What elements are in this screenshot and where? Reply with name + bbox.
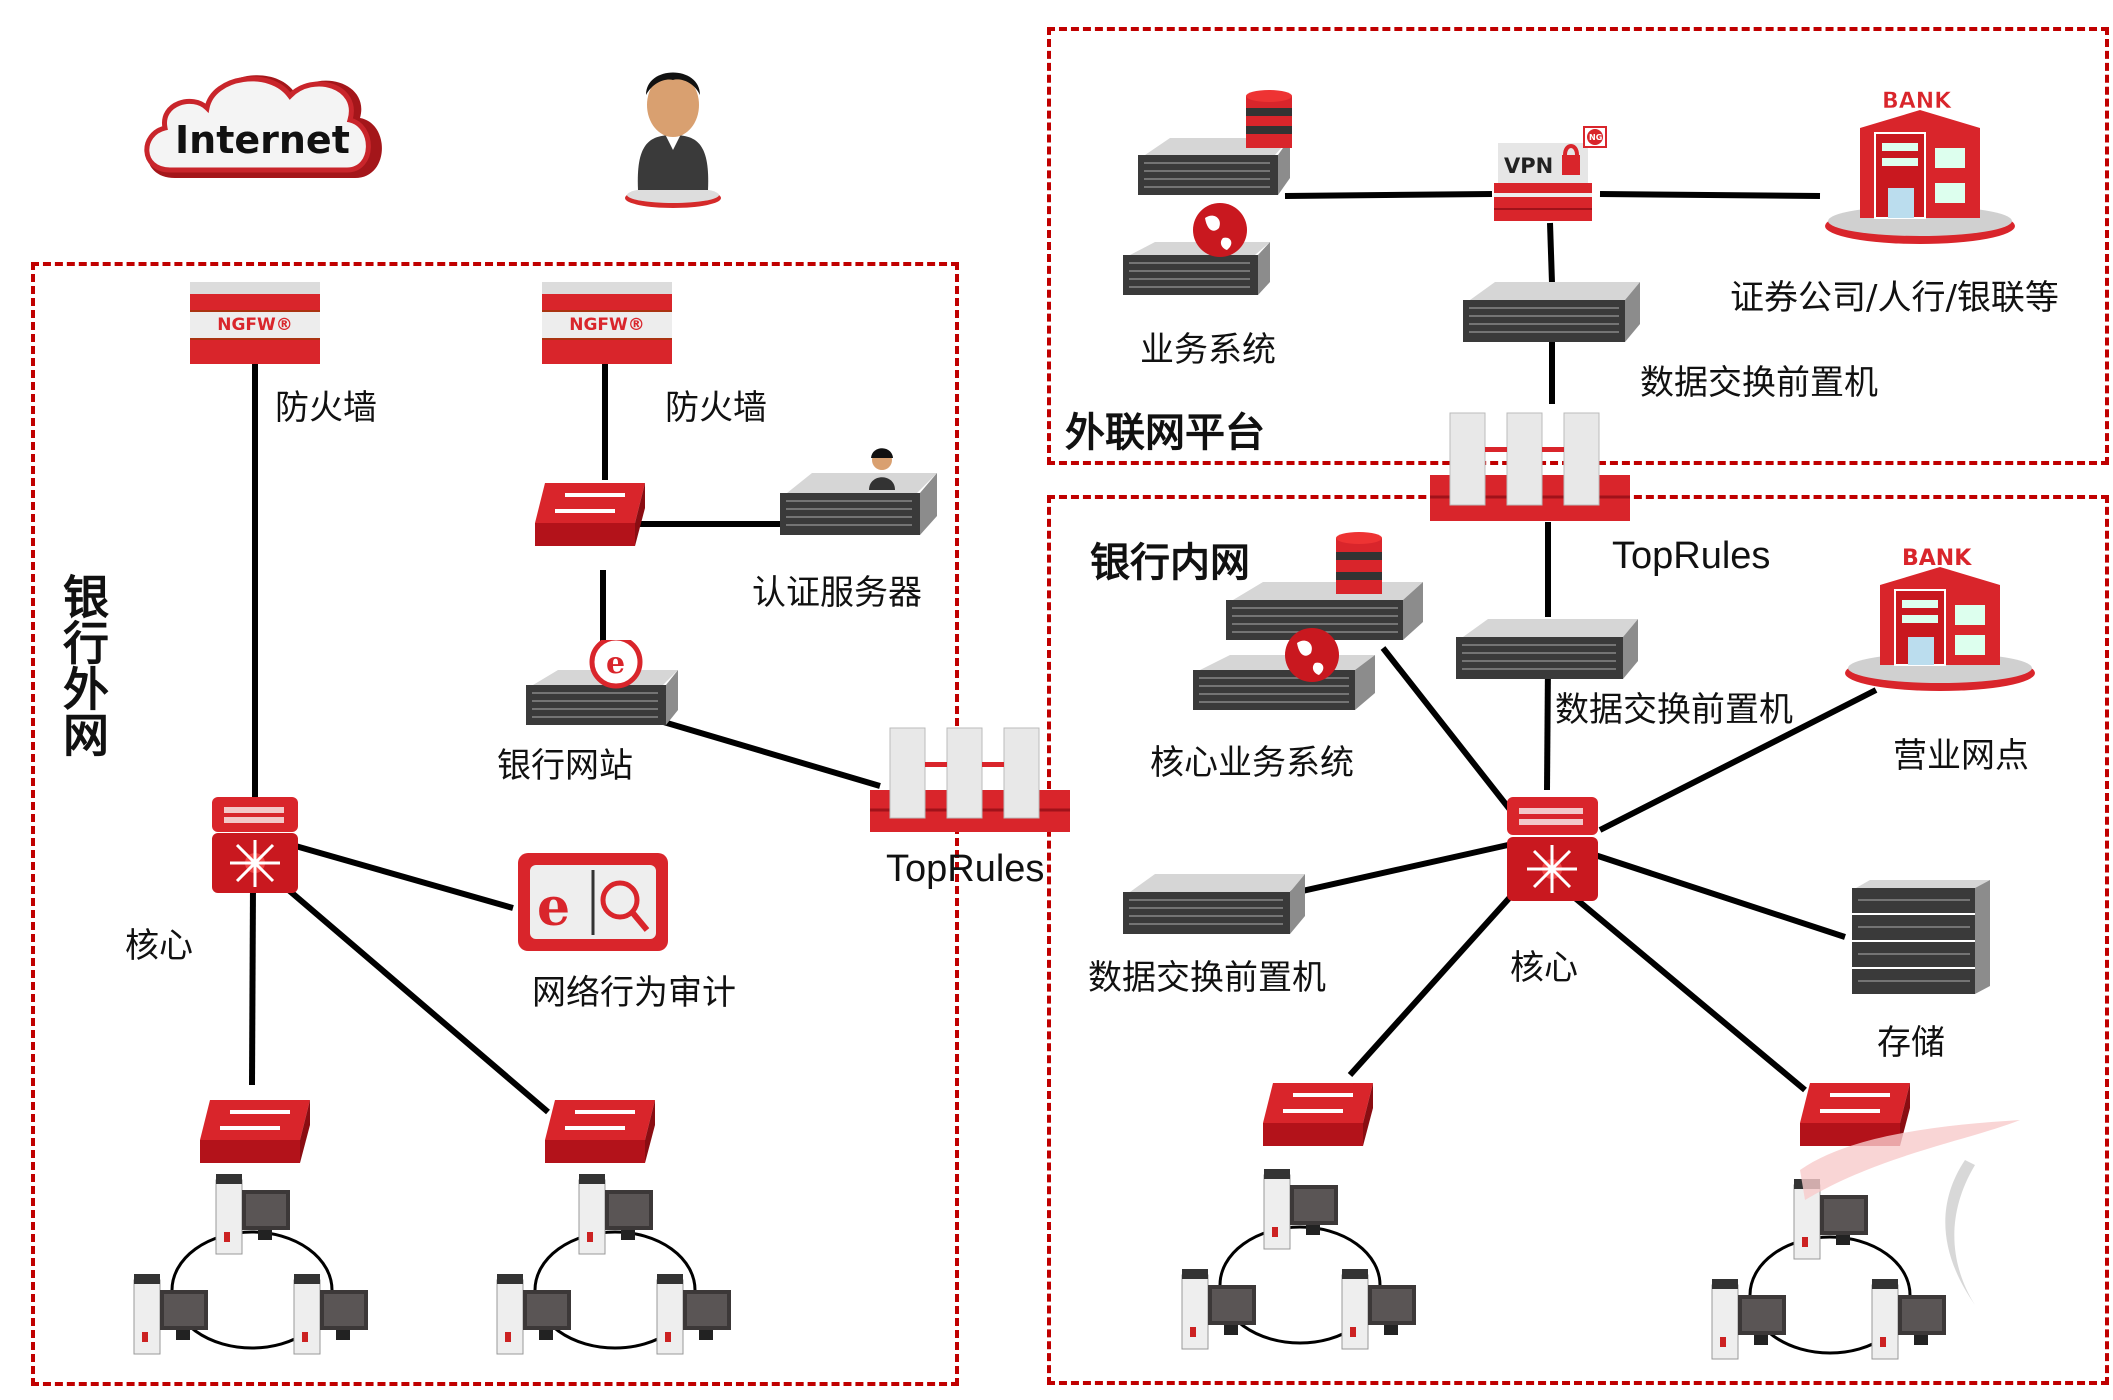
link-website-toprules xyxy=(649,715,881,789)
link-vpn-bank xyxy=(1599,191,1821,199)
core-switch-icon xyxy=(212,797,298,893)
workstation-pc-icon xyxy=(1792,1177,1872,1266)
firewall-1-label: 防火墙 xyxy=(275,388,377,428)
link-vpn-exchange xyxy=(1547,222,1555,284)
exchange-server-icon xyxy=(1463,282,1640,342)
core-label-external: 核心 xyxy=(125,926,193,966)
vpn-gateway-icon: VPN NG xyxy=(1494,126,1607,221)
decorative-brush-watermark xyxy=(1800,1120,2020,1305)
workstation-pc-icon xyxy=(1262,1167,1342,1256)
zone-title-extranet: 外联网平台 xyxy=(1065,410,1265,456)
core-database-server-icon xyxy=(1226,532,1423,640)
exchange-label-internal-left: 数据交换前置机 xyxy=(1088,958,1326,998)
bank-sign: BANK xyxy=(1902,546,1972,571)
database-server-icon xyxy=(1138,90,1292,195)
exchange-server-icon xyxy=(1123,874,1305,934)
ngfw-firewall-icon: NGFW® xyxy=(542,282,672,364)
ngfw-firewall-icon: NGFW® xyxy=(190,282,320,364)
link-exchange-core xyxy=(1544,662,1551,791)
zone-title-bank-external: 银行外网 xyxy=(56,573,110,757)
exchange-server-icon xyxy=(1456,619,1638,679)
branch-label: 营业网点 xyxy=(1893,736,2029,776)
partners-label: 证券公司/人行/银联等 xyxy=(1730,278,2059,318)
workstation-pc-icon xyxy=(214,1172,294,1261)
toprules-label-external: TopRules xyxy=(886,848,1045,890)
vpn-ng-badge: NG xyxy=(1589,133,1602,142)
firewall-brand: NGFW® xyxy=(542,312,672,338)
link-core-switch-c xyxy=(1347,892,1515,1078)
link-core-storage xyxy=(1594,852,1846,940)
website-label: 银行网站 xyxy=(497,746,633,786)
internet-cloud-icon xyxy=(144,75,382,178)
exchange-label-internal-top: 数据交换前置机 xyxy=(1555,690,1793,730)
bank-partner-icon: BANK xyxy=(1825,89,2015,244)
link-core-switch-d xyxy=(1573,895,1807,1093)
link-core-switch-a xyxy=(249,884,256,1086)
svg-text:e: e xyxy=(606,646,625,681)
web-server-icon: e xyxy=(526,640,678,725)
link-core-audit xyxy=(291,842,514,911)
workstation-pc-icon xyxy=(1180,1267,1260,1356)
link-coresys-core xyxy=(1380,646,1518,818)
auth-server-icon xyxy=(780,448,937,535)
switch-icon xyxy=(535,483,645,546)
internet-label: Internet xyxy=(175,118,350,162)
storage-array-icon xyxy=(1852,880,1990,994)
core-switch-icon xyxy=(1507,797,1598,901)
workstation-pc-icon xyxy=(1340,1267,1420,1356)
firewall-brand: NGFW® xyxy=(190,312,320,338)
zone-title-internal: 银行内网 xyxy=(1090,540,1250,586)
business-system-label: 业务系统 xyxy=(1140,330,1276,370)
bank-sign: BANK xyxy=(1882,89,1952,114)
web-globe-server-icon xyxy=(1123,203,1270,295)
storage-label: 存储 xyxy=(1877,1023,1945,1063)
workstation-pc-icon xyxy=(1710,1277,1790,1366)
firewall-2-label: 防火墙 xyxy=(665,388,767,428)
workstation-pc-icon xyxy=(1870,1277,1950,1366)
workstation-pc-icon xyxy=(655,1272,735,1361)
vpn-text: VPN xyxy=(1504,154,1553,178)
switch-icon xyxy=(1263,1083,1373,1146)
exchange-label-extranet: 数据交换前置机 xyxy=(1640,363,1878,403)
svg-text:e: e xyxy=(537,877,570,938)
workstation-pc-icon xyxy=(495,1272,575,1361)
workstation-pc-icon xyxy=(132,1272,212,1361)
user-icon xyxy=(625,72,721,208)
link-core-switch-b xyxy=(283,884,550,1115)
core-business-system-label: 核心业务系统 xyxy=(1150,743,1354,783)
link-bizsys-vpn xyxy=(1284,191,1493,199)
core-label-internal: 核心 xyxy=(1510,948,1578,988)
toprules-gateway-icon xyxy=(870,727,1070,832)
link-core-branch xyxy=(1598,687,1878,833)
core-web-server-icon xyxy=(1193,628,1375,710)
network-audit-icon: e xyxy=(518,853,668,951)
audit-label: 网络行为审计 xyxy=(532,973,736,1013)
toprules-gateway-icon xyxy=(1430,412,1630,521)
bank-branch-icon: BANK xyxy=(1845,546,2035,691)
toprules-label-extranet: TopRules xyxy=(1612,535,1771,577)
switch-icon xyxy=(545,1100,655,1163)
workstation-pc-icon xyxy=(577,1172,657,1261)
workstation-pc-icon xyxy=(292,1272,372,1361)
switch-icon xyxy=(200,1100,310,1163)
auth-server-label: 认证服务器 xyxy=(752,573,922,613)
